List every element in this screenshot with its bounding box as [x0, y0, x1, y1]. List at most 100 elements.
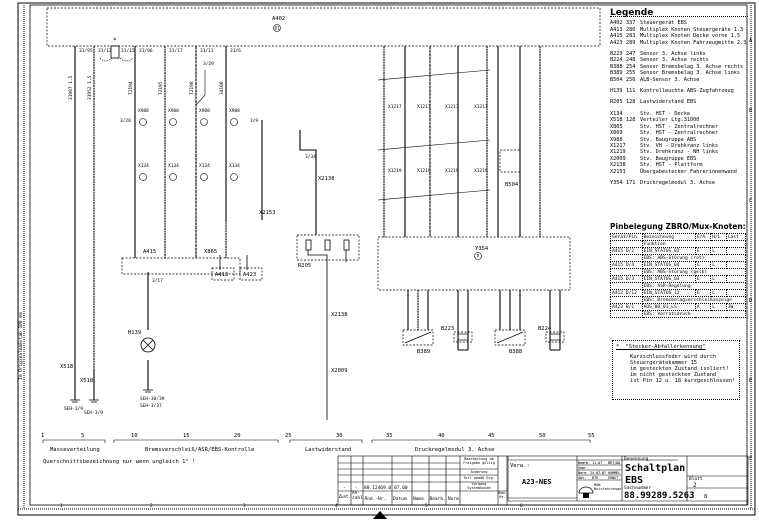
svg-text:3: 3: [243, 503, 246, 509]
svg-text:31/6: 31/6: [230, 48, 241, 54]
svg-text:SEH-3/9: SEH-3/9: [64, 406, 83, 412]
svg-text:55: 55: [588, 433, 595, 439]
pin-hl: L: [710, 247, 727, 255]
svg-text:1: 1: [41, 433, 44, 439]
svg-text:X134: X134: [199, 163, 210, 169]
column-numbers: 1 2 3 4 5 6: [60, 503, 523, 509]
note-title: "Stecker-Abfallerkennung": [625, 344, 706, 350]
top-wire-labels: 31/95 31/12 31/15 31/96 31/17 31/11 31/6: [79, 48, 241, 54]
legend-description: Stv. Baugruppe EBS: [640, 155, 697, 162]
row-letters: A B C D E F: [749, 38, 753, 462]
connector-note: * "Stecker-Abfallerkennung" Kurzschlussf…: [612, 340, 740, 400]
svg-text:2: 2: [150, 503, 153, 509]
pin-load: [725, 275, 747, 283]
right-wires: [377, 46, 561, 351]
svg-text:Bearb.: Bearb.: [578, 460, 590, 465]
svg-text:Druckregelmodul 3. Achse: Druckregelmodul 3. Achse: [415, 447, 494, 453]
svg-text:50: 50: [539, 433, 546, 439]
connectors-x988: X988 X988 X988 X988 X134 X134 X134 X134: [138, 108, 240, 169]
x2153-label: X2153: [259, 210, 276, 216]
note-line: im nicht gesteckten Zustand: [630, 372, 717, 378]
a415-box: [121, 257, 241, 275]
svg-text:Lastwiderstand: Lastwiderstand: [305, 447, 351, 453]
scale-ticks: 1 5 10 15 20 25 30 35 40 45 50 55: [41, 433, 595, 439]
pin-hl: L: [710, 289, 727, 297]
lamp-h139: [140, 337, 156, 353]
pin-io: E: [694, 275, 712, 283]
svg-text:3/34: 3/34: [305, 154, 316, 160]
legend-item: X2009 Stv. Baugruppe EBS: [610, 156, 748, 162]
pin-hl: L: [710, 261, 727, 269]
svg-text:Masseverteilung: Masseverteilung: [50, 447, 100, 453]
verw-label: Verw.:: [510, 463, 530, 469]
pin-hl: L: [710, 275, 727, 283]
scale-ruler: [42, 439, 591, 443]
svg-text:B224: B224: [538, 326, 552, 332]
svg-text:B389: B389: [417, 349, 430, 355]
header-load: Last: [725, 233, 747, 241]
legend-code: B504: [610, 76, 623, 83]
unit-a402-label: A402: [272, 16, 285, 22]
svg-text:X134: X134: [138, 163, 149, 169]
sensor-labels: B389 B223 B388 B224: [417, 326, 552, 355]
pin-io: E: [694, 261, 712, 269]
legend-description: Stv. HST - Zentralrechner: [640, 123, 719, 130]
pin-hl: L: [710, 303, 727, 311]
left-wires: [70, 46, 317, 403]
svg-text:SEH-30/39: SEH-30/39: [140, 396, 165, 402]
connector-star: [110, 45, 120, 59]
legend-code: R205: [610, 99, 623, 106]
svg-text:T2198: T2198: [189, 81, 195, 95]
svg-text:30: 30: [336, 433, 343, 439]
unit-a402-box: [46, 7, 601, 47]
rev-header-change-no: Änd.-Nr.: [365, 495, 387, 502]
side-scale-text: Im Originalmaßstab 100 mm: [18, 312, 24, 380]
legend-code: X2009: [610, 155, 626, 162]
legend-description: Multiplex Knoten Steuergeräte 1.3: [640, 26, 744, 33]
svg-text:X134: X134: [229, 163, 240, 169]
svg-text:3/28: 3/28: [120, 118, 131, 124]
approval-label-process: Vorgang Systemkunde: [467, 482, 491, 490]
approval-label-part: Teil gemäß Org.: [463, 476, 495, 480]
pin-function: EBS: ABS-Störung (gelb): [641, 268, 747, 276]
legend-title: Legende: [610, 8, 748, 18]
svg-text:Abt.: Abt.: [578, 475, 586, 480]
note-line: ist Pin 12 u. 18 kurzgeschlossen!: [630, 378, 736, 384]
note-marker: *: [616, 344, 620, 350]
svg-text:X1217: X1217: [417, 104, 431, 110]
pin-io: E: [694, 289, 712, 297]
svg-text:E: E: [749, 378, 752, 384]
legend-description: Stv. HST - Plattform: [640, 162, 703, 169]
approval-label-abm: Abm. Nr.: [498, 491, 507, 499]
center-mark: [373, 511, 387, 519]
svg-text:1: 1: [60, 503, 63, 509]
note-line: Steuergerätekammer 15: [630, 360, 697, 366]
r205-label: R205: [298, 263, 311, 269]
company-name: MAN Nutzfahrzeuge: [594, 483, 622, 491]
pin-name: EIN_STATUS_02: [641, 247, 696, 255]
svg-text:5: 5: [81, 433, 84, 439]
r205-box: [296, 234, 360, 261]
benennung-label: Benennung: [624, 456, 649, 462]
legend-page: 280: [626, 26, 636, 33]
blatt-label: Blatt: [689, 476, 703, 482]
svg-text:31/12: 31/12: [98, 48, 112, 54]
y354-circle: P: [477, 254, 480, 260]
approval-label-release: Bearbeitung ab Freigabe gültig: [463, 457, 495, 465]
svg-text:31952 1.5: 31952 1.5: [87, 75, 93, 100]
svg-text:34100: 34100: [219, 81, 225, 95]
header-io: E/A: [694, 233, 712, 241]
pin-device: A415 D/3: [610, 275, 643, 283]
svg-text:X988: X988: [199, 108, 210, 114]
verw-value: A23-NES: [522, 478, 552, 486]
legend-page: 248: [626, 57, 636, 64]
pin-function: EBS: Vorratsdruck: [641, 310, 747, 318]
